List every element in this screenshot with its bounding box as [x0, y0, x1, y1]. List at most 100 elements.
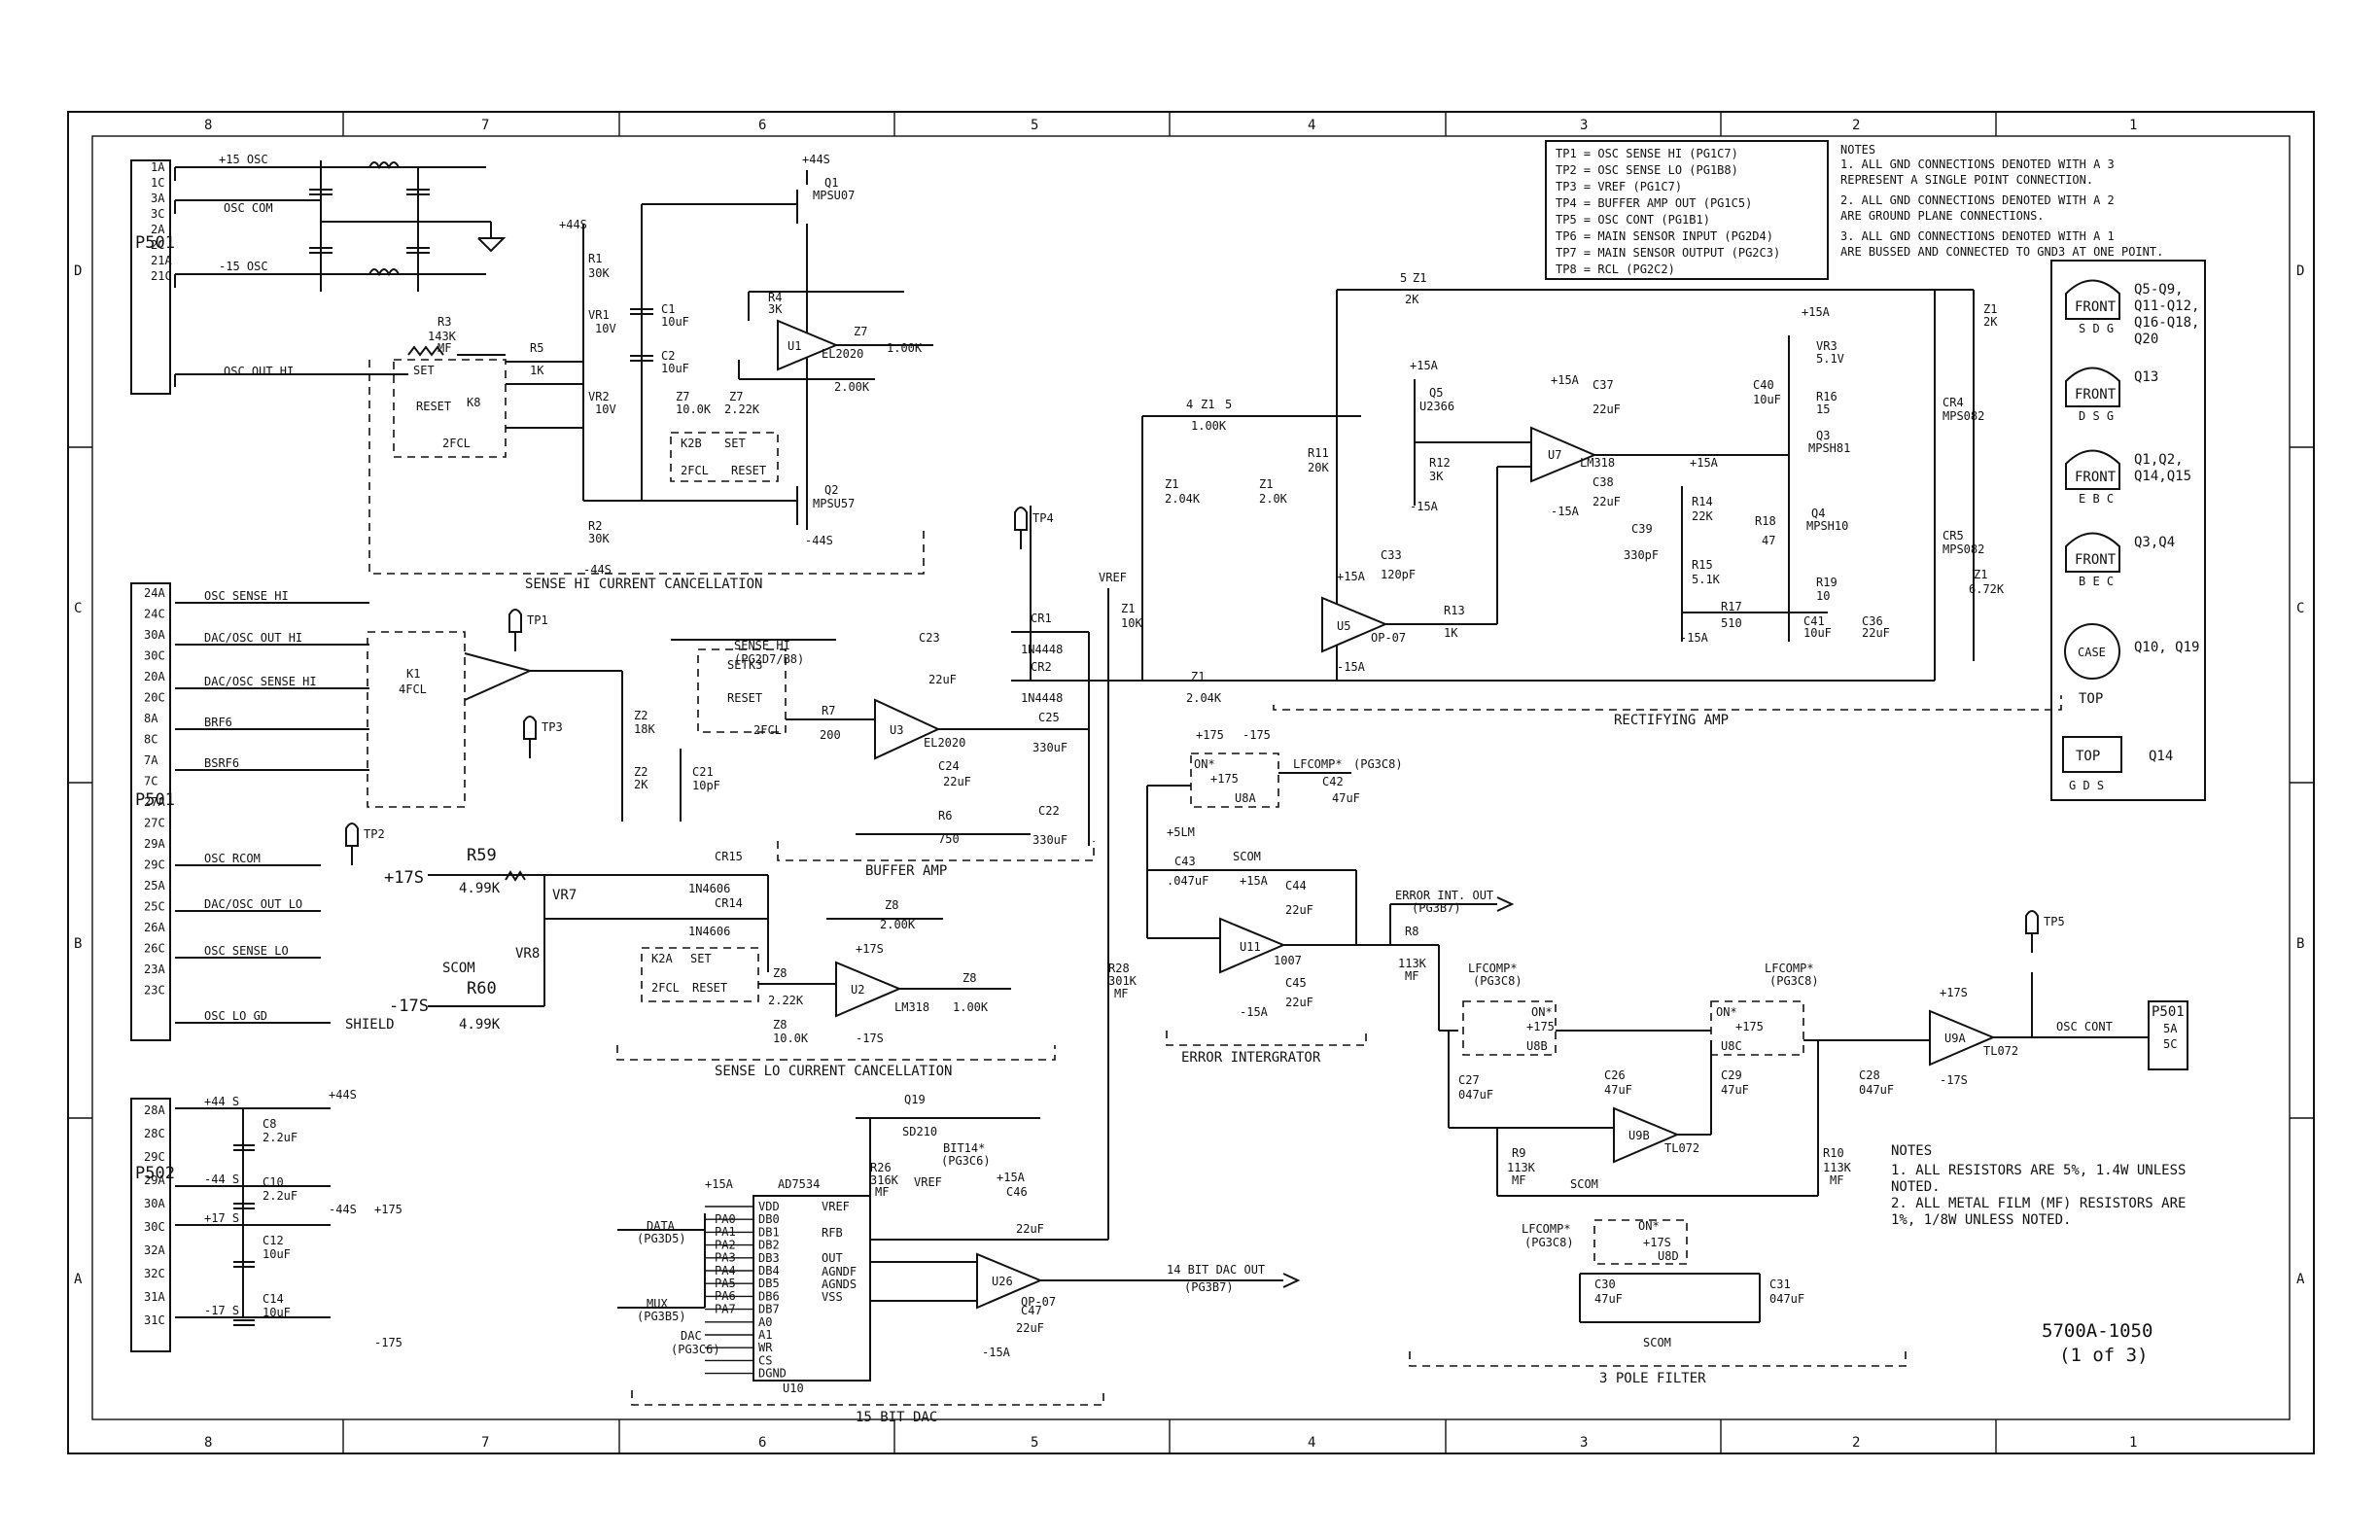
connector-pin: 29C — [144, 858, 165, 872]
svg-text:R6: R6 — [938, 809, 952, 822]
svg-text:R18: R18 — [1755, 514, 1776, 528]
package-face: FRONT — [2075, 387, 2117, 402]
note-top-line: ARE BUSSED AND CONNECTED TO GND3 AT ONE … — [1840, 245, 2163, 259]
connector-net-label: DAC/OSC OUT HI — [204, 631, 302, 645]
svg-text:ON*: ON* — [1194, 757, 1215, 771]
connector-net-label: DAC/OSC OUT LO — [204, 897, 302, 911]
svg-text:Z8: Z8 — [962, 971, 976, 985]
svg-text:Z1: Z1 — [1413, 271, 1426, 285]
svg-text:47uF: 47uF — [1594, 1292, 1623, 1306]
zone-left-D: D — [74, 263, 82, 279]
dac-pin-left: A0 — [758, 1315, 772, 1329]
svg-text:113K: 113K — [1507, 1161, 1536, 1174]
block-sense-hi-label: SENSE HI CURRENT CANCELLATION — [525, 577, 762, 592]
lfcomp-ref-4: (PG3C8) — [1524, 1236, 1574, 1249]
svg-text:TL072: TL072 — [1664, 1141, 1699, 1155]
svg-text:Z1: Z1 — [1201, 398, 1214, 411]
svg-text:4.99K: 4.99K — [459, 881, 501, 896]
svg-text:3K: 3K — [1429, 470, 1444, 483]
svg-text:047uF: 047uF — [1859, 1083, 1894, 1097]
package-face: FRONT — [2075, 552, 2117, 568]
svg-text:K1: K1 — [406, 667, 420, 681]
svg-text:SCOM: SCOM — [1570, 1177, 1598, 1191]
svg-text:(PG2D7/B8): (PG2D7/B8) — [734, 652, 804, 666]
notes-bottom-title: NOTES — [1891, 1143, 1932, 1159]
connector-pin: 3A — [151, 192, 165, 205]
package-parts: Q13 — [2134, 369, 2158, 385]
svg-text:K3: K3 — [749, 658, 762, 672]
svg-text:OP-07: OP-07 — [1371, 631, 1406, 645]
svg-text:15: 15 — [1816, 402, 1830, 416]
block-15bit-dac: 15 BIT DAC AD7534 U10 VDDDB0DB1DB2DB3DB4… — [617, 938, 1301, 1425]
connector-pin: 20A — [144, 670, 165, 683]
svg-text:R5: R5 — [530, 341, 543, 355]
svg-text:R9: R9 — [1512, 1146, 1525, 1160]
svg-text:+5LM: +5LM — [1167, 825, 1195, 839]
svg-text:Z1: Z1 — [1165, 477, 1178, 491]
svg-text:3K: 3K — [768, 302, 783, 316]
connector-pin: 28A — [144, 1103, 165, 1117]
svg-text:K2B: K2B — [681, 437, 702, 450]
svg-text:+44S: +44S — [329, 1088, 357, 1102]
svg-text:-15A: -15A — [1680, 631, 1709, 645]
connector-net-label: BRF6 — [204, 716, 232, 729]
dac-pin-right: AGNDF — [822, 1265, 857, 1278]
dac-pin-right: OUT — [822, 1251, 843, 1265]
testpoint-row: TP3 = VREF (PG1C7) — [1556, 180, 1682, 193]
svg-text:-15A: -15A — [1410, 500, 1439, 513]
lfcomp-ref-1: (PG3C8) — [1353, 757, 1403, 771]
svg-text:U9A: U9A — [1944, 1032, 1966, 1045]
svg-text:R7: R7 — [822, 704, 835, 718]
svg-text:C47: C47 — [1021, 1304, 1042, 1317]
svg-text:2K: 2K — [1405, 293, 1419, 306]
connector-pin: 1A — [151, 160, 165, 174]
testpoint-label: TP2 — [364, 827, 385, 841]
connector-pin: 24C — [144, 608, 165, 621]
svg-text:C23: C23 — [919, 631, 940, 645]
p502-label: P502 — [135, 1164, 175, 1183]
svg-text:SET: SET — [413, 364, 435, 377]
testpoint-row: TP4 = BUFFER AMP OUT (PG1C5) — [1556, 196, 1752, 210]
note-top-line: REPRESENT A SINGLE POINT CONNECTION. — [1840, 173, 2093, 187]
svg-text:CR1: CR1 — [1031, 612, 1052, 625]
svg-text:MF: MF — [438, 341, 451, 355]
svg-text:10pF: 10pF — [692, 779, 720, 792]
svg-text:Z8: Z8 — [773, 966, 787, 980]
svg-text:R11: R11 — [1308, 446, 1329, 460]
svg-text:C40: C40 — [1753, 378, 1774, 392]
package-parts: Q14 — [2149, 749, 2173, 764]
svg-text:U8B: U8B — [1526, 1039, 1548, 1053]
svg-text:2.0K: 2.0K — [1259, 492, 1288, 506]
err-out-label: ERROR INT. OUT — [1395, 889, 1493, 902]
svg-text:10uF: 10uF — [661, 362, 689, 375]
connector-pin: 25C — [144, 900, 165, 914]
svg-text:OP-07: OP-07 — [1021, 1295, 1056, 1309]
dac-pin-left: DB5 — [758, 1277, 780, 1290]
package-parts: Q16-Q18, — [2134, 315, 2199, 331]
svg-text:316K: 316K — [870, 1173, 899, 1187]
svg-text:2.04K: 2.04K — [1186, 691, 1222, 705]
zone-top-4: 4 — [1308, 118, 1315, 133]
svg-text:MF: MF — [1830, 1173, 1843, 1187]
capacitor-value: 2.2uF — [262, 1189, 298, 1203]
block-integrator-label: ERROR INTERGRATOR — [1181, 1050, 1321, 1066]
dac-pin-left: CS — [758, 1353, 772, 1367]
svg-text:2FCL: 2FCL — [651, 981, 680, 995]
svg-text:113K: 113K — [1398, 957, 1427, 970]
dac-port-label: PA7 — [715, 1302, 736, 1315]
svg-text:330uF: 330uF — [1032, 741, 1068, 754]
svg-text:Z7: Z7 — [854, 325, 867, 338]
inner-border — [91, 135, 2291, 1420]
zone-bottom-8: 8 — [204, 1435, 212, 1451]
connector-pin: 2C — [151, 238, 164, 252]
svg-text:Z1: Z1 — [1259, 477, 1273, 491]
block-sense-hi: SENSE HI CURRENT CANCELLATION K8 SET RES… — [350, 153, 933, 592]
svg-text:1N4448: 1N4448 — [1021, 691, 1063, 705]
p501-out-pin-a: 5A — [2163, 1022, 2178, 1035]
shield-label: SHIELD — [345, 1017, 395, 1032]
svg-text:22uF: 22uF — [928, 673, 957, 686]
svg-text:-15A: -15A — [1337, 660, 1366, 674]
svg-text:C46: C46 — [1006, 1185, 1028, 1199]
note-bottom-line: 1. ALL RESISTORS ARE 5%, 1.4W UNLESS — [1891, 1163, 2186, 1178]
svg-text:Z1: Z1 — [1983, 302, 1997, 316]
